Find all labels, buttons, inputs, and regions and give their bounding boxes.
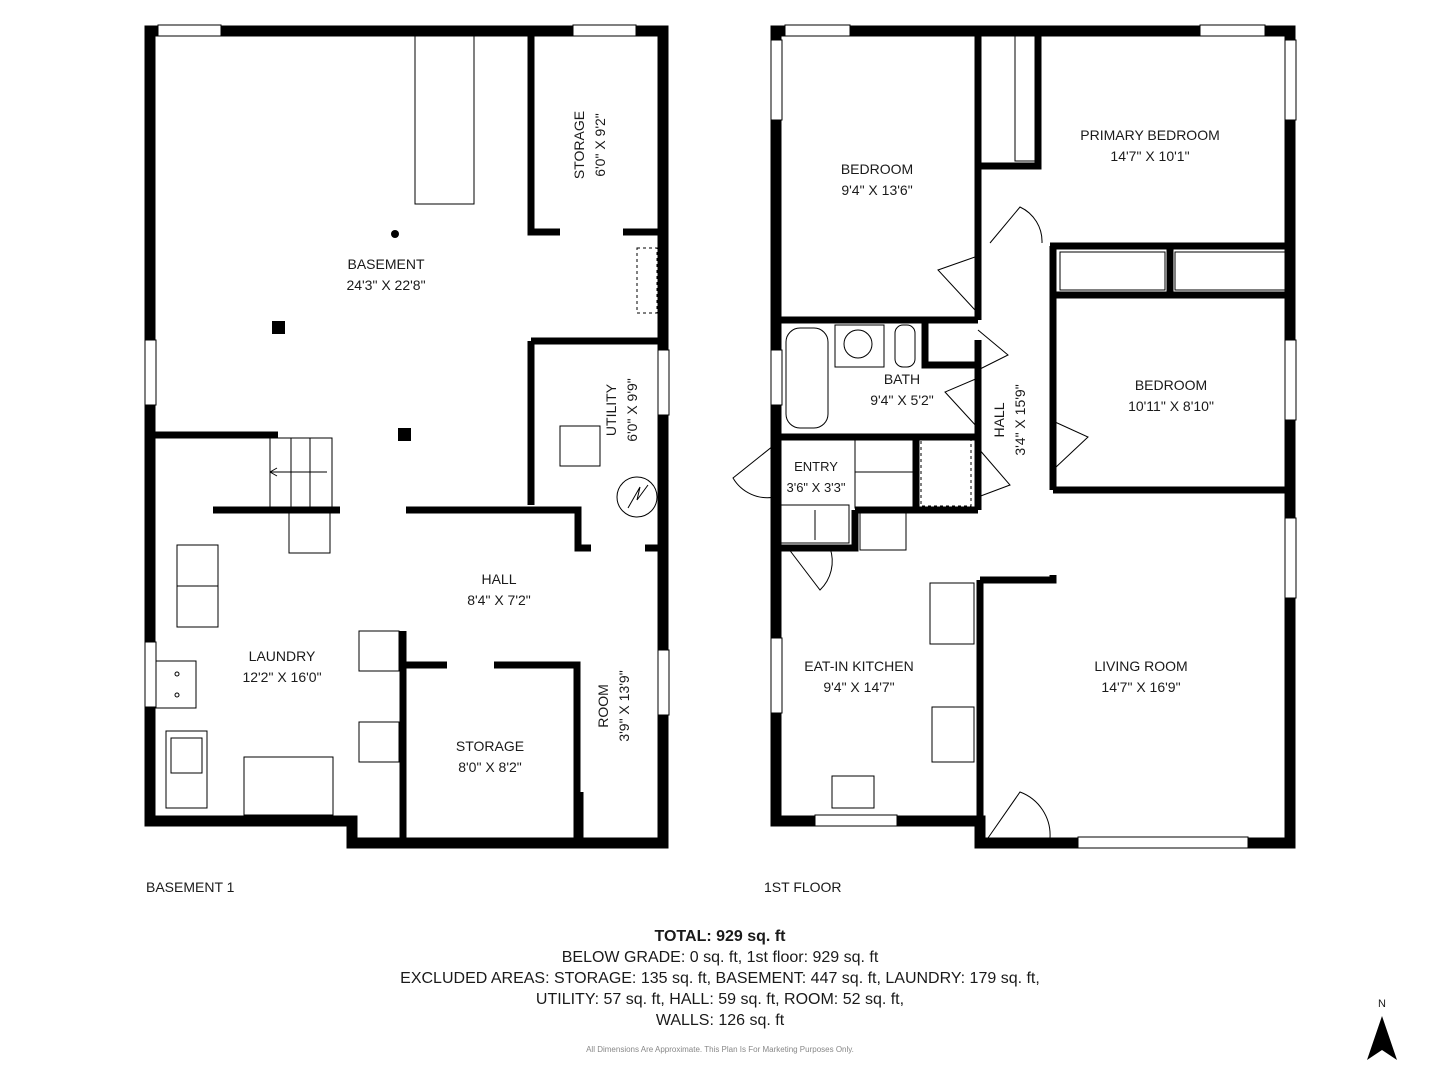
room-dimensions: 6'0" X 9'2" [592,113,608,177]
walls-line: WALLS: 126 sq. ft [655,1012,785,1029]
room-name: BEDROOM [1134,377,1208,393]
room-dimensions: 24'3" X 22'8" [346,277,426,293]
room-dimensions: 8'0" X 8'2" [458,759,522,775]
room-dimensions: 14'7" X 16'9" [1101,679,1181,695]
room-label-entry: ENTRY 3'6" X 3'3" [786,456,845,498]
room-dimensions: 9'4" X 13'6" [841,182,913,198]
room-label-hall-first-floor: HALL 3'4" X 15'9" [989,384,1031,455]
room-name: BATH [883,371,921,387]
area-summary: TOTAL: 929 sq. ft BELOW GRADE: 0 sq. ft,… [0,926,1440,1031]
excluded-areas-line-2: UTILITY: 57 sq. ft, HALL: 59 sq. ft, ROO… [535,991,905,1008]
room-label-bedroom-2: BEDROOM 10'11" X 8'10" [1128,375,1214,417]
basement-plan [144,24,670,849]
room-dimensions: 3'6" X 3'3" [786,480,846,495]
room-dimensions: 10'11" X 8'10" [1128,398,1214,414]
room-label-basement: BASEMENT 24'3" X 22'8" [346,254,425,296]
room-name: EAT-IN KITCHEN [804,658,914,674]
room-label-primary-bedroom: PRIMARY BEDROOM 14'7" X 10'1" [1080,125,1220,167]
room-dimensions: 14'7" X 10'1" [1110,148,1190,164]
room-name: HALL [991,402,1007,438]
room-name: ENTRY [794,459,838,474]
room-dimensions: 3'4" X 15'9" [1012,384,1028,456]
floor-name-basement: BASEMENT 1 [146,879,235,895]
room-label-living-room: LIVING ROOM 14'7" X 16'9" [1094,656,1187,698]
room-name: STORAGE [455,738,525,754]
room-name: PRIMARY BEDROOM [1080,127,1220,143]
room-name: BEDROOM [840,161,914,177]
below-grade-line: BELOW GRADE: 0 sq. ft, 1st floor: 929 sq… [561,949,879,966]
room-name: HALL [481,571,517,587]
room-label-laundry: LAUNDRY 12'2" X 16'0" [242,646,321,688]
compass: N [1362,998,1402,1065]
room-label-storage-2: STORAGE 8'0" X 8'2" [456,736,524,778]
total-area: TOTAL: 929 sq. ft [654,928,786,945]
room-label-hall-basement: HALL 8'4" X 7'2" [467,569,531,611]
room-name: LAUNDRY [248,648,316,664]
room-label-utility: UTILITY 6'0" X 9'9" [601,378,643,442]
disclaimer: All Dimensions Are Approximate. This Pla… [586,1045,854,1054]
room-label-storage-1: STORAGE 6'0" X 9'2" [569,111,611,179]
room-name: STORAGE [571,110,587,180]
room-dimensions: 9'4" X 14'7" [823,679,895,695]
room-name: ROOM [595,684,611,728]
room-label-eat-in-kitchen: EAT-IN KITCHEN 9'4" X 14'7" [804,656,913,698]
room-label-bath: BATH 9'4" X 5'2" [870,369,934,411]
room-dimensions: 9'4" X 5'2" [870,392,934,408]
room-name: LIVING ROOM [1094,658,1188,674]
compass-label: N [1378,998,1386,1010]
excluded-areas-line-1: EXCLUDED AREAS: STORAGE: 135 sq. ft, BAS… [400,970,1040,987]
room-dimensions: 3'9" X 13'9" [616,670,632,742]
room-dimensions: 8'4" X 7'2" [467,592,531,608]
room-label-room: ROOM 3'9" X 13'9" [593,670,635,741]
room-dimensions: 6'0" X 9'9" [624,378,640,442]
room-label-bedroom-1: BEDROOM 9'4" X 13'6" [841,159,913,201]
room-name: BASEMENT [347,256,425,272]
north-arrow-icon [1367,1016,1397,1060]
floor-name-first-floor: 1ST FLOOR [764,879,842,895]
room-name: UTILITY [603,383,619,437]
room-dimensions: 12'2" X 16'0" [242,669,322,685]
first-floor-plan [732,24,1297,849]
